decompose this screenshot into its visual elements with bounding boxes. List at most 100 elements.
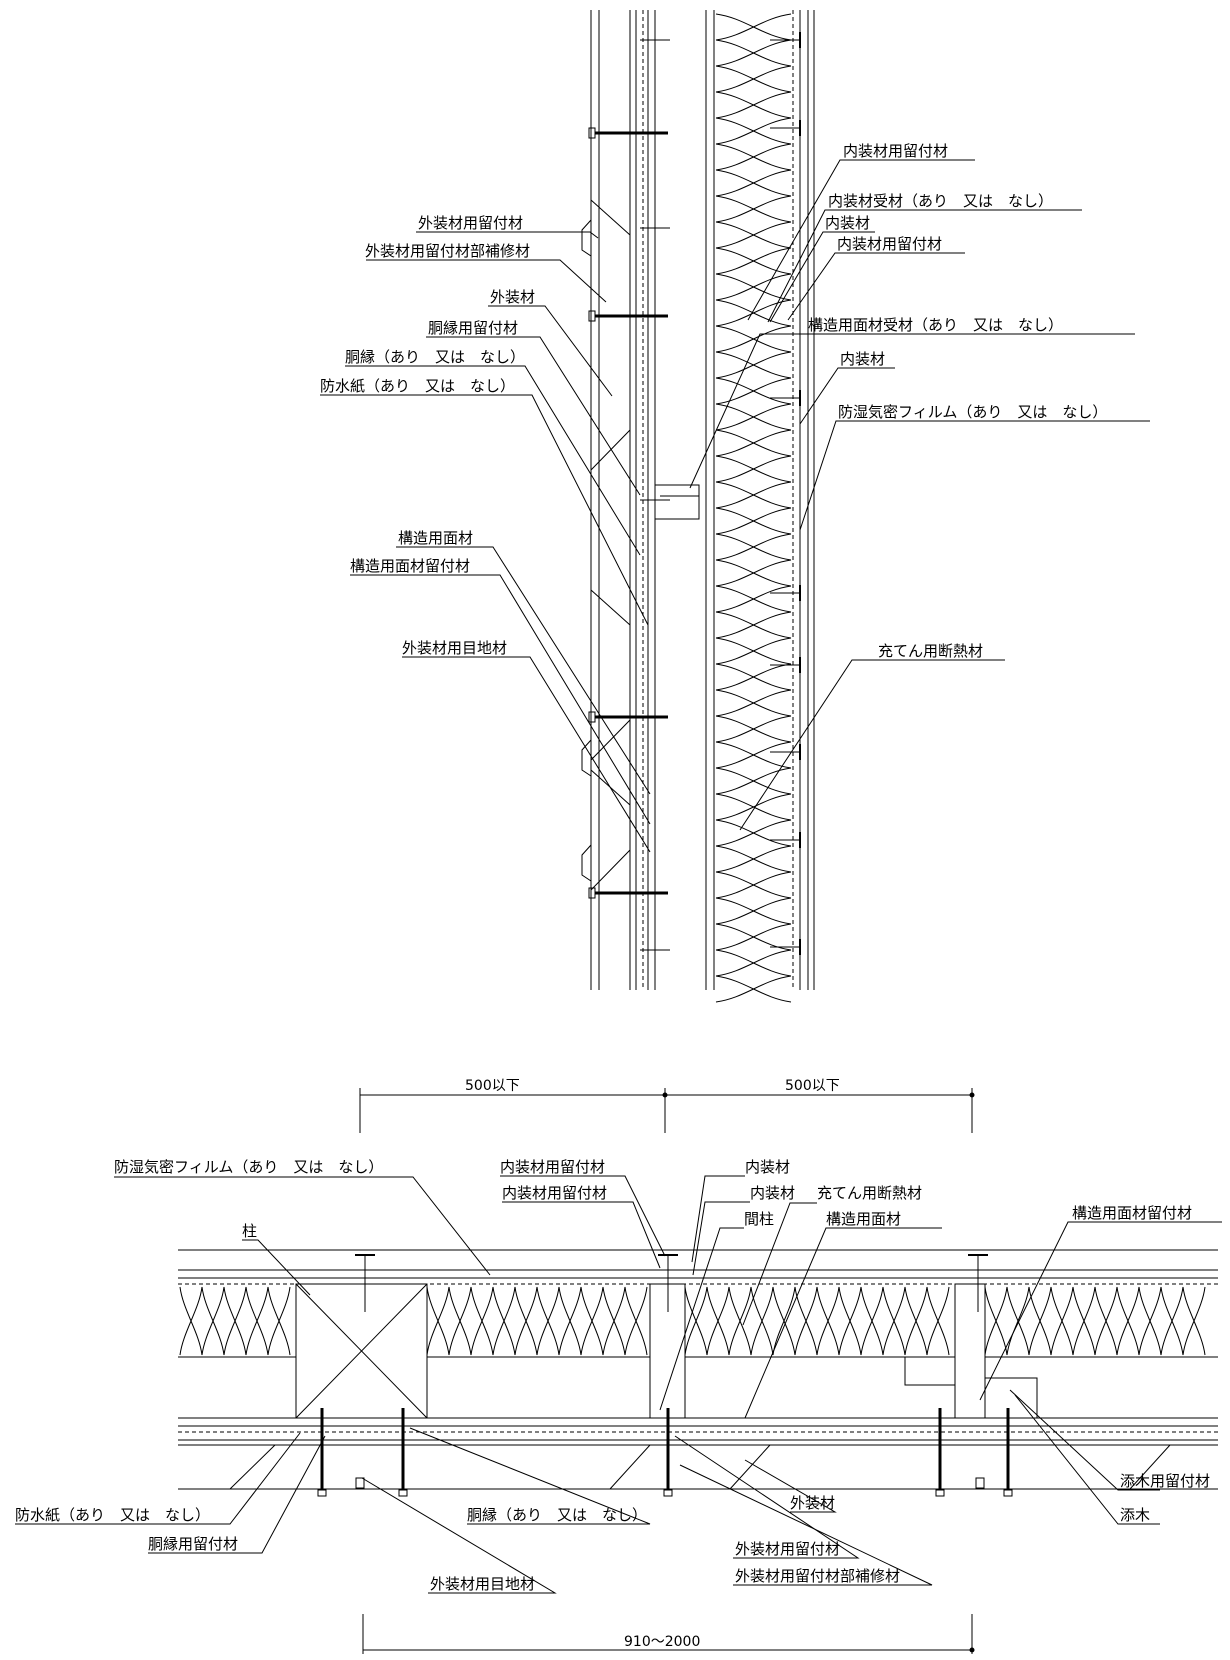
insulation-lobe [715, 637, 792, 665]
insulation-lobe [715, 507, 792, 535]
plan-dimensions [359, 1088, 975, 1654]
insulation-lobe [984, 1286, 1008, 1356]
label-exterior-fastener: 外装材用留付材 [418, 214, 523, 232]
label-interior-fastener-2: 内装材用留付材 [837, 235, 942, 253]
insulation-lobe [904, 1286, 928, 1356]
label-waterproof-paper: 防水紙（あり 又は なし） [320, 377, 515, 395]
insulation-lobe [684, 1286, 708, 1356]
insulation-lobe [715, 91, 792, 119]
siding-brace [590, 719, 631, 761]
plan-label-exterior-material: 外装材 [790, 1494, 835, 1512]
insulation-lobe [728, 1286, 752, 1356]
insulation-lobe [1006, 1286, 1030, 1356]
insulation-lobe [715, 689, 792, 717]
label-structural-panel: 構造用面材 [398, 529, 473, 547]
plan-label-waterproof-paper: 防水紙（あり 又は なし） [15, 1506, 210, 1524]
insulation-lobe [715, 793, 792, 821]
label-interior-material-1: 内装材 [825, 214, 870, 232]
fasteners [588, 32, 801, 955]
vertical-section [581, 10, 815, 1003]
insulation-pattern [715, 13, 792, 1003]
insulation-lobe [715, 351, 792, 379]
insulation-lobe [1072, 1286, 1096, 1356]
label-furring: 胴縁（あり 又は なし） [345, 348, 525, 366]
insulation-lobe [706, 1286, 730, 1356]
insulation-lobe [715, 325, 792, 353]
insulation-lobe [794, 1286, 818, 1356]
insulation-lobe [715, 845, 792, 873]
insulation-lobe [715, 39, 792, 67]
siding-brace [1129, 1444, 1171, 1490]
siding-edge [581, 219, 592, 257]
plan-label-furring: 胴縁（あり 又は なし） [467, 1506, 647, 1524]
plan-label-interior-fastener-1: 内装材用留付材 [500, 1158, 605, 1176]
insulation-lobe [624, 1286, 648, 1356]
siding-braces-plan [229, 1444, 1171, 1490]
insulation-lobe [580, 1286, 604, 1356]
siding-brace [590, 429, 631, 471]
label-interior-fastener-1: 内装材用留付材 [843, 142, 948, 160]
insulation-lobe [1160, 1286, 1184, 1356]
plan-label-blocking-fastener: 添木用留付材 [1120, 1472, 1210, 1490]
screw-head [588, 127, 596, 139]
insulation-lobe [715, 299, 792, 327]
plan-label-exterior-joint: 外装材用目地材 [430, 1575, 535, 1593]
insulation-lobe [715, 819, 792, 847]
plan-label-interior-material-1: 内装材 [745, 1158, 790, 1176]
insulation-lobe [245, 1286, 269, 1356]
insulation-lobe [715, 455, 792, 483]
insulation-lobe [715, 169, 792, 197]
siding-brace [590, 849, 631, 891]
insulation-lobe [1138, 1286, 1162, 1356]
insulation-lobe [715, 221, 792, 249]
siding-edge [581, 739, 592, 777]
insulation-lobe [715, 481, 792, 509]
label-structural-receiver: 構造用面材受材（あり 又は なし） [808, 316, 1063, 334]
insulation-lobe [715, 377, 792, 405]
insulation-lobe [470, 1286, 494, 1356]
label-exterior-joint: 外装材用目地材 [402, 639, 507, 657]
insulation-lobe [715, 949, 792, 977]
insulation-lobe [715, 767, 792, 795]
insulation-lobe [715, 585, 792, 613]
insulation-lobe [715, 975, 792, 1003]
fasteners-plan [317, 1254, 1013, 1497]
plan-label-vapor-barrier: 防湿気密フィルム（あり 又は なし） [114, 1158, 383, 1176]
insulation-lobe [715, 65, 792, 93]
siding-brace [590, 199, 631, 236]
dim-spacing-right: 500以下 [785, 1078, 840, 1094]
plan-dimension-labels: 500以下 500以下 910～2000 [465, 1078, 840, 1650]
screw-head [588, 711, 596, 723]
screw-head [588, 887, 596, 899]
insulation-lobe [715, 611, 792, 639]
siding-panels [581, 199, 631, 891]
insulation-lobe [715, 247, 792, 275]
insulation-lobe [715, 559, 792, 587]
insulation-lobe [715, 663, 792, 691]
plan-label-blocking: 添木 [1120, 1506, 1150, 1524]
dim-overall: 910～2000 [624, 1634, 700, 1650]
plan-label-exterior-fastener: 外装材用留付材 [735, 1540, 840, 1558]
insulation-lobe [448, 1286, 472, 1356]
insulation-lobe [267, 1286, 291, 1356]
insulation-lobe [492, 1286, 516, 1356]
screw-head [317, 1489, 327, 1497]
plan-section [178, 1249, 1218, 1497]
label-vapor-barrier: 防湿気密フィルム（あり 又は なし） [838, 403, 1107, 421]
insulation-lobe [558, 1286, 582, 1356]
plan-label-interior-fastener-2: 内装材用留付材 [502, 1184, 607, 1202]
label-exterior-material: 外装材 [490, 288, 535, 306]
siding-brace [609, 1444, 651, 1490]
insulation-lobe [426, 1286, 450, 1356]
insulation-pattern-plan [179, 1286, 1206, 1356]
insulation-lobe [715, 741, 792, 769]
insulation-lobe [715, 273, 792, 301]
insulation-lobe [715, 195, 792, 223]
label-exterior-fastener-repair: 外装材用留付材部補修材 [365, 242, 530, 260]
label-insulation: 充てん用断熱材 [878, 642, 983, 660]
screw-head [1003, 1489, 1013, 1497]
siding-edge [581, 844, 592, 882]
section-leaders [320, 159, 1150, 853]
plan-label-structural-panel: 構造用面材 [826, 1210, 901, 1228]
plan-label-insulation: 充てん用断熱材 [817, 1184, 922, 1202]
